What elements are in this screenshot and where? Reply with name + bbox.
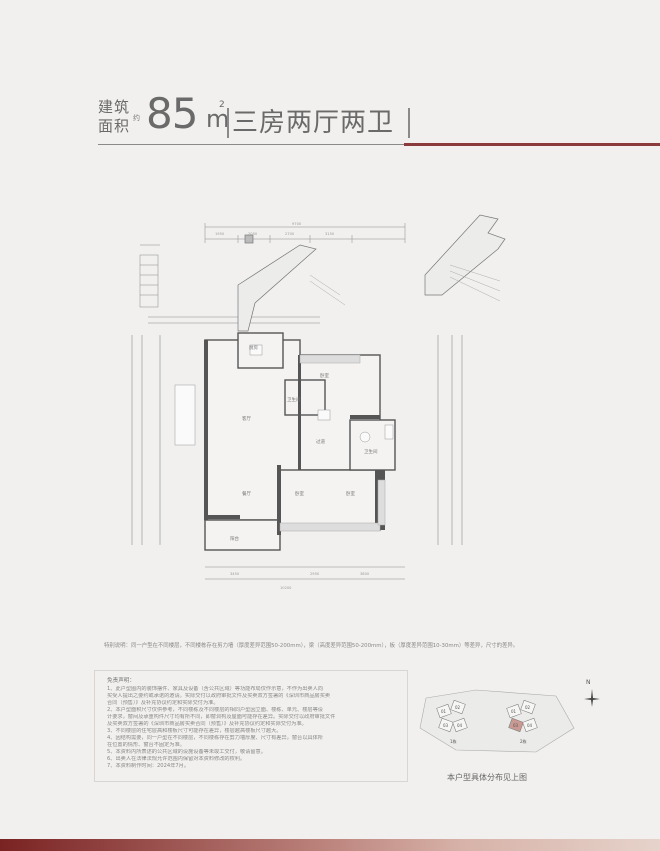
svg-text:2950: 2950: [310, 572, 320, 576]
svg-text:10200: 10200: [280, 586, 292, 590]
room-type-title: 三房两厅两卫: [232, 108, 395, 138]
area-unit: m: [206, 105, 230, 133]
block-label-1: 1栋: [450, 738, 457, 744]
svg-text:3150: 3150: [325, 232, 335, 236]
room-label-living: 客厅: [242, 415, 251, 422]
room-label-balcony: 阳台: [230, 535, 239, 542]
site-unit-label: 03: [443, 723, 449, 728]
site-unit-label: 01: [511, 709, 517, 714]
room-label-bedroom-2: 卧室: [346, 490, 355, 497]
room-label-bedroom-3: 卧室: [320, 372, 329, 379]
heading-accent-rule: [404, 143, 660, 146]
disclaimer-line: 3、不同楼层的住宅层高和楼板尺寸可能存在差异，楼层越高楼板尺寸越大。: [107, 728, 282, 734]
disclaimer-line: 在位置的情形、窗台不固定为准。: [107, 742, 185, 748]
compass-icon: [584, 689, 600, 707]
site-map: 01 02 03 04 01 02 03 04 1栋 2栋: [419, 689, 575, 753]
room-label-dining: 餐厅: [242, 490, 251, 497]
highlight-unit: [508, 717, 524, 733]
room-label-kitchen: 厨房: [249, 344, 258, 351]
area-value: 85: [146, 89, 198, 138]
approx-label: 约: [133, 114, 140, 122]
disclaimer-line: 5、本资料内所表述的公共区域的设施设备等未竣工交付，敬请留意。: [107, 749, 266, 755]
svg-text:3800: 3800: [360, 572, 370, 576]
site-unit-label: 02: [525, 705, 531, 710]
disclaimer-line: 及买卖双方签署的《深圳市商品房买卖合同（预售）》及补充协议约定和实际交付为准。: [107, 721, 307, 727]
disclaimer-line: 1、此户型图内的装饰摆件、家具及设备（含公共区域）等功能布局仅作示意，不作为出卖…: [107, 686, 323, 692]
heading-rule: [98, 144, 404, 145]
disclaimer-line: 6、出卖人在法律法规允许范围内保留对本资料修改的权利。: [107, 756, 246, 762]
area-unit-superscript: 2: [219, 100, 225, 110]
site-unit-label: 01: [441, 709, 447, 714]
site-unit-label: 03: [513, 723, 519, 728]
bottom-accent-bar: [0, 839, 660, 851]
site-unit-label: 02: [455, 705, 461, 710]
site-unit-label: 04: [457, 723, 463, 728]
room-label-hall: 过道: [316, 438, 325, 445]
room-label-bath-1: 卫生间: [287, 396, 301, 403]
distribution-caption: 本户型具体分布见上图: [447, 773, 527, 782]
disclaimer-line: 买受人提出之要约或承诺的邀请。实际交付以政府审批文件及买卖双方签署的《深圳市商品…: [107, 693, 331, 699]
site-unit-label: 04: [527, 723, 533, 728]
block-label-2: 2栋: [520, 738, 527, 744]
svg-text:2050: 2050: [248, 232, 258, 236]
disclaimer-line: 合同（预售）》及补充协议约定和实际交付为准。: [107, 700, 219, 706]
disclaimer-line: 4、因结构需要，同一户型在不同楼层，不同楼栋存在剪力墙厚度、尺寸有差异，窗台以具…: [107, 735, 323, 741]
disclaimer-line: 2、本户型面积尺寸仅供参考，不同楼栋及不同楼层的相同户型因立面、楼栋、单元、楼层…: [107, 707, 323, 713]
svg-text:2700: 2700: [285, 232, 295, 236]
spec-note: 特别说明：同一户型在不同楼层，不同楼栋存在剪力墙（厚度差异范围50-200mm）…: [104, 643, 519, 649]
svg-text:9700: 9700: [292, 222, 302, 226]
disclaimer-line: 7、本资料制作时间：2024年7月。: [107, 763, 190, 769]
title-separator: [227, 108, 229, 138]
room-label-bath-2: 卫生间: [364, 448, 378, 455]
disclaimer-title: 免责声明：: [107, 678, 135, 684]
svg-text:1950: 1950: [215, 232, 225, 236]
disclaimer-line: 计要求，窗间及承重构件尺寸均有所不同，即窗洞构及屋面可能存在差异。实际交付以政府…: [107, 714, 336, 720]
svg-text:3450: 3450: [230, 572, 240, 576]
area-label: 建筑 面积: [98, 98, 131, 135]
disclaimer-box: 免责声明： 1、此户型图内的装饰摆件、家具及设备（含公共区域）等功能布局仅作示意…: [94, 670, 408, 782]
title-separator-end: [408, 108, 410, 138]
floor-plan: 客厅 餐厅 卧室 卧室 卧室 厨房 卫生间 卫生间 阳台 过道 9700 195…: [131, 214, 506, 590]
north-label: N: [586, 679, 591, 686]
room-label-bedroom-1: 卧室: [295, 490, 304, 497]
